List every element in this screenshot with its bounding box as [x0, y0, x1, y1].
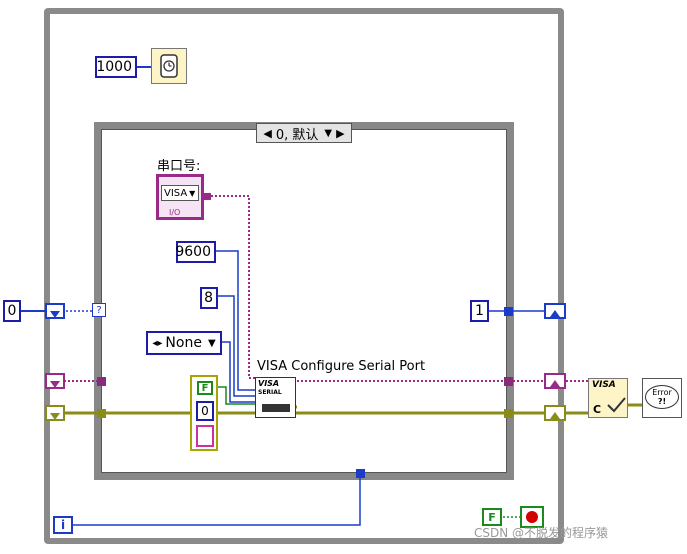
shift-register-right-visa[interactable]: [544, 373, 566, 389]
visa-close-c: C: [593, 403, 602, 416]
watch-icon: [160, 54, 178, 78]
parity-value: None: [165, 335, 202, 351]
case-selector-terminal: ?: [92, 303, 106, 317]
arrow-up-icon: [550, 310, 560, 317]
arrow-up-icon: [550, 412, 560, 419]
shift-register-right-error[interactable]: [544, 405, 566, 421]
stop-icon: [526, 511, 538, 523]
case-selector-value: 0, 默认: [275, 127, 319, 143]
termination-char-constant[interactable]: 0: [196, 401, 214, 421]
simple-error-handler-function[interactable]: Error ?!: [642, 378, 682, 418]
case-tunnel-visa-out: [504, 377, 513, 386]
error-text: Error: [652, 388, 672, 397]
parity-enum-constant[interactable]: ◂▸ None ▼: [146, 331, 222, 355]
visa-configure-serial-port-function[interactable]: VISA SERIAL: [255, 377, 296, 418]
shift-register-left-visa[interactable]: [45, 373, 65, 389]
serial-icon-text: SERIAL: [258, 389, 282, 396]
visa-close-function[interactable]: VISA C: [588, 378, 628, 418]
visa-resource-field[interactable]: VISA ▼: [161, 185, 199, 201]
wait-ms-constant[interactable]: 1000: [95, 56, 137, 78]
baud-rate-constant[interactable]: 9600: [175, 241, 216, 263]
case-tunnel-error-out: [504, 409, 513, 418]
case-tunnel-visa-in: [97, 377, 106, 386]
wait-function-icon[interactable]: [151, 48, 187, 84]
shift-register-left-error[interactable]: [45, 405, 65, 421]
arrow-down-icon: [50, 381, 60, 388]
wire-wait: [137, 66, 151, 68]
case-prev-icon[interactable]: ◀: [263, 126, 272, 140]
loop-condition-terminal[interactable]: [520, 506, 544, 528]
serial-port-icon: [262, 404, 290, 412]
enum-arrows-icon: ◂▸: [152, 337, 163, 349]
shift-register-right-numeric[interactable]: [544, 303, 566, 319]
arrow-up-icon: [550, 380, 560, 387]
flow-control-cluster[interactable]: F 0: [190, 375, 218, 451]
data-bits-constant[interactable]: 8: [200, 287, 218, 309]
chevron-down-icon[interactable]: ▼: [207, 337, 216, 349]
string-constant[interactable]: [196, 425, 214, 447]
close-check-icon: [607, 397, 626, 413]
visa-configure-label: VISA Configure Serial Port: [257, 359, 426, 374]
error-bubble-icon: Error ?!: [645, 385, 679, 409]
termination-bool-constant[interactable]: F: [197, 381, 213, 395]
chevron-down-icon[interactable]: ▼: [324, 127, 333, 139]
case-tunnel-numeric-out: [504, 307, 513, 316]
case-selector[interactable]: ◀ 0, 默认 ▼ ▶: [256, 123, 352, 143]
serial-port-label: 串口号:: [157, 159, 201, 174]
arrow-down-icon: [50, 311, 60, 318]
iteration-terminal: i: [53, 516, 73, 534]
shift-register-left-numeric[interactable]: [45, 303, 65, 319]
while-loop-frame[interactable]: [44, 8, 564, 544]
serial-port-control[interactable]: VISA ▼ I/O: [156, 174, 204, 220]
visa-icon-text: VISA: [258, 379, 280, 388]
chevron-down-icon[interactable]: ▼: [189, 188, 196, 198]
case-tunnel-iteration: [356, 469, 365, 478]
shift-register-init-constant[interactable]: 0: [3, 300, 21, 322]
io-tag: I/O: [169, 208, 181, 217]
error-mark: ?!: [657, 397, 667, 406]
arrow-down-icon: [50, 413, 60, 420]
visa-close-text: VISA: [592, 380, 616, 390]
visa-resource-text: VISA: [164, 187, 188, 199]
case-output-constant[interactable]: 1: [470, 300, 489, 322]
watermark: CSDN @不脱发的程序猿: [474, 526, 609, 540]
case-tunnel-error-in: [97, 409, 106, 418]
serial-port-terminal: [204, 193, 211, 200]
case-next-icon[interactable]: ▶: [336, 126, 345, 140]
stop-false-constant[interactable]: F: [482, 508, 502, 526]
